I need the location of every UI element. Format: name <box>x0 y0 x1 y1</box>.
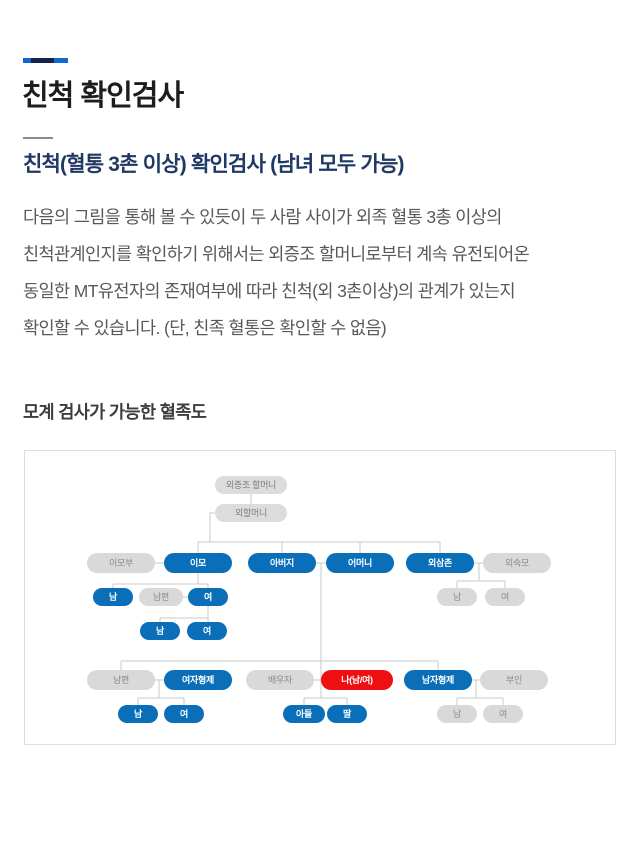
tree-node-great-great-grandmother: 외증조 할머니 <box>215 476 287 494</box>
tree-node-brother: 남자형제 <box>404 670 472 690</box>
tree-node-maternal-grandmother: 외할머니 <box>215 504 287 522</box>
tree-node-spouse: 배우자 <box>246 670 314 690</box>
tree-node-aunts-husband: 이모부 <box>87 553 155 573</box>
tree-node-sister: 여자형제 <box>164 670 232 690</box>
tree-node-aunt-granddaughter: 여 <box>187 622 227 640</box>
tree-node-brothers-wife: 부인 <box>480 670 548 690</box>
accent-bar-segment <box>23 58 31 63</box>
accent-bar-segment <box>54 58 68 63</box>
tree-node-sisters-husband: 남편 <box>87 670 155 690</box>
accent-bar-segment <box>31 58 54 63</box>
tree-node-uncle-son: 남 <box>437 588 477 606</box>
tree-node-maternal-uncle: 외삼촌 <box>406 553 474 573</box>
tree-node-uncles-wife: 외숙모 <box>483 553 551 573</box>
section-subtitle: 친척(혈통 3촌 이상) 확인검사 (남녀 모두 가능) <box>23 153 405 176</box>
intro-line: 동일한 MT유전자의 존재여부에 따라 친척(외 3촌이상)의 관계가 있는지 <box>23 281 516 301</box>
intro-line: 다음의 그림을 통해 볼 수 있듯이 두 사람 사이가 외족 혈통 3총 이상의 <box>23 207 502 227</box>
tree-node-brother-son: 남 <box>437 705 477 723</box>
page-title: 친척 확인검사 <box>22 80 184 112</box>
tree-node-aunt-grandson: 남 <box>140 622 180 640</box>
tree-node-son: 아들 <box>283 705 325 723</box>
tree-node-father: 아버지 <box>248 553 316 573</box>
tree-node-self: 나(남/여) <box>321 670 393 690</box>
section-divider <box>23 137 53 139</box>
tree-node-aunt-daughter: 여 <box>188 588 228 606</box>
tree-node-sister-daughter: 여 <box>164 705 204 723</box>
tree-node-aunt-daughter-husband: 남편 <box>139 588 183 606</box>
tree-node-sister-son: 남 <box>118 705 158 723</box>
tree-node-brother-daughter: 여 <box>483 705 523 723</box>
tree-node-daughter: 딸 <box>327 705 367 723</box>
intro-line: 친척관계인지를 확인하기 위해서는 외증조 할머니로부터 계속 유전되어온 <box>23 244 530 264</box>
tree-node-aunt-son: 남 <box>93 588 133 606</box>
intro-paragraph: 다음의 그림을 통해 볼 수 있듯이 두 사람 사이가 외족 혈통 3총 이상의… <box>23 199 603 347</box>
accent-bar <box>23 58 68 63</box>
diagram-heading: 모계 검사가 가능한 혈족도 <box>23 402 207 422</box>
tree-node-mother: 어머니 <box>326 553 394 573</box>
intro-line: 확인할 수 있습니다. (단, 친족 혈통은 확인할 수 없음) <box>23 318 387 338</box>
tree-node-maternal-aunt: 이모 <box>164 553 232 573</box>
tree-node-uncle-daughter: 여 <box>485 588 525 606</box>
